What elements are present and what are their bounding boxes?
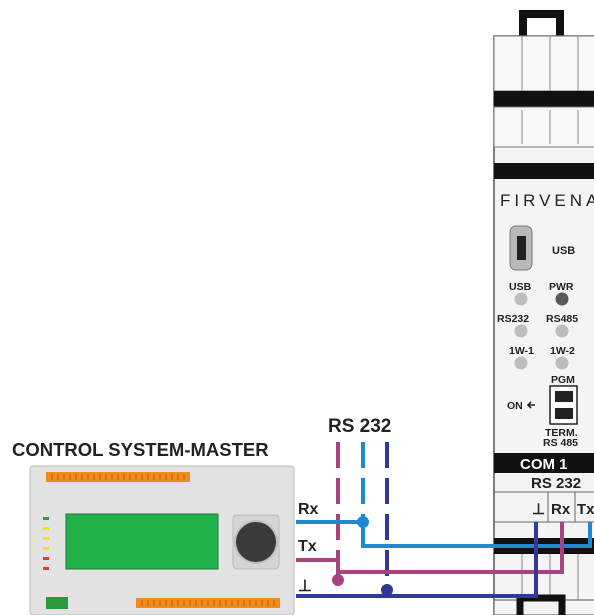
control-system-master: CONTROL SYSTEM-MASTER	[12, 439, 319, 615]
master-rx-label: Rx	[298, 501, 319, 518]
brand-logo: FIRVENA	[500, 191, 594, 210]
led-rs232	[514, 324, 528, 338]
control-knob[interactable]	[235, 521, 277, 563]
com-band	[494, 453, 594, 473]
upper-terminal-block-2	[493, 106, 594, 148]
din-module: FIRVENA USB USB PWR RS232 RS485 1W-1 1W-…	[493, 10, 594, 615]
led-1w2	[555, 356, 569, 370]
terminal-tx-label: Tx	[577, 501, 594, 518]
rx-wire	[296, 520, 592, 548]
master-led-red-1	[43, 557, 49, 560]
led-rs232-label: RS232	[497, 313, 529, 325]
term-label-1: TERM.	[545, 427, 578, 439]
on-label: ON	[507, 400, 523, 412]
led-usb-label: USB	[509, 281, 532, 293]
rx-junction	[357, 516, 369, 528]
upper-terminal-block-1	[493, 35, 594, 92]
com-type-label: RS 232	[531, 475, 581, 492]
com-label: COM 1	[520, 456, 568, 473]
arrow-left-icon	[526, 401, 535, 409]
master-led-yellow-2	[43, 537, 49, 540]
term-label-2: RS 485	[543, 437, 578, 449]
rs232-bus-label: RS 232	[328, 416, 391, 437]
master-led-yellow-1	[43, 527, 49, 530]
bottom-din-clip	[516, 594, 566, 615]
terminal-rx-label: Rx	[551, 501, 571, 518]
led-1w2-label: 1W-2	[550, 345, 575, 357]
master-green-connector	[46, 597, 68, 609]
master-tx-label: Tx	[298, 538, 317, 555]
tx-junction	[332, 574, 344, 586]
upper-black-band-1	[494, 91, 594, 107]
gnd-wire	[296, 522, 538, 598]
led-usb	[514, 292, 528, 306]
tx-wire	[296, 522, 564, 574]
master-led-red-2	[43, 567, 49, 570]
top-din-clip	[519, 10, 564, 38]
usb-port-socket	[517, 236, 526, 260]
usb-port-label: USB	[552, 245, 575, 257]
master-title: CONTROL SYSTEM-MASTER	[12, 439, 269, 460]
led-rs485	[555, 324, 569, 338]
terminal-gnd-label: ⊥	[532, 501, 545, 518]
pgm-label: PGM	[551, 374, 575, 386]
upper-black-band-2	[494, 163, 594, 179]
led-1w1-label: 1W-1	[509, 345, 534, 357]
master-led-yellow-3	[43, 547, 49, 550]
led-rs485-label: RS485	[546, 313, 578, 325]
led-1w1	[514, 356, 528, 370]
master-gnd-label: ⊥	[298, 578, 312, 595]
master-led-green	[43, 517, 49, 520]
dip-switch-1[interactable]	[555, 391, 573, 402]
master-lcd-display	[65, 513, 219, 570]
dip-switch-2[interactable]	[555, 408, 573, 419]
led-pwr	[555, 292, 569, 306]
led-pwr-label: PWR	[549, 281, 574, 293]
gnd-junction	[381, 584, 393, 596]
